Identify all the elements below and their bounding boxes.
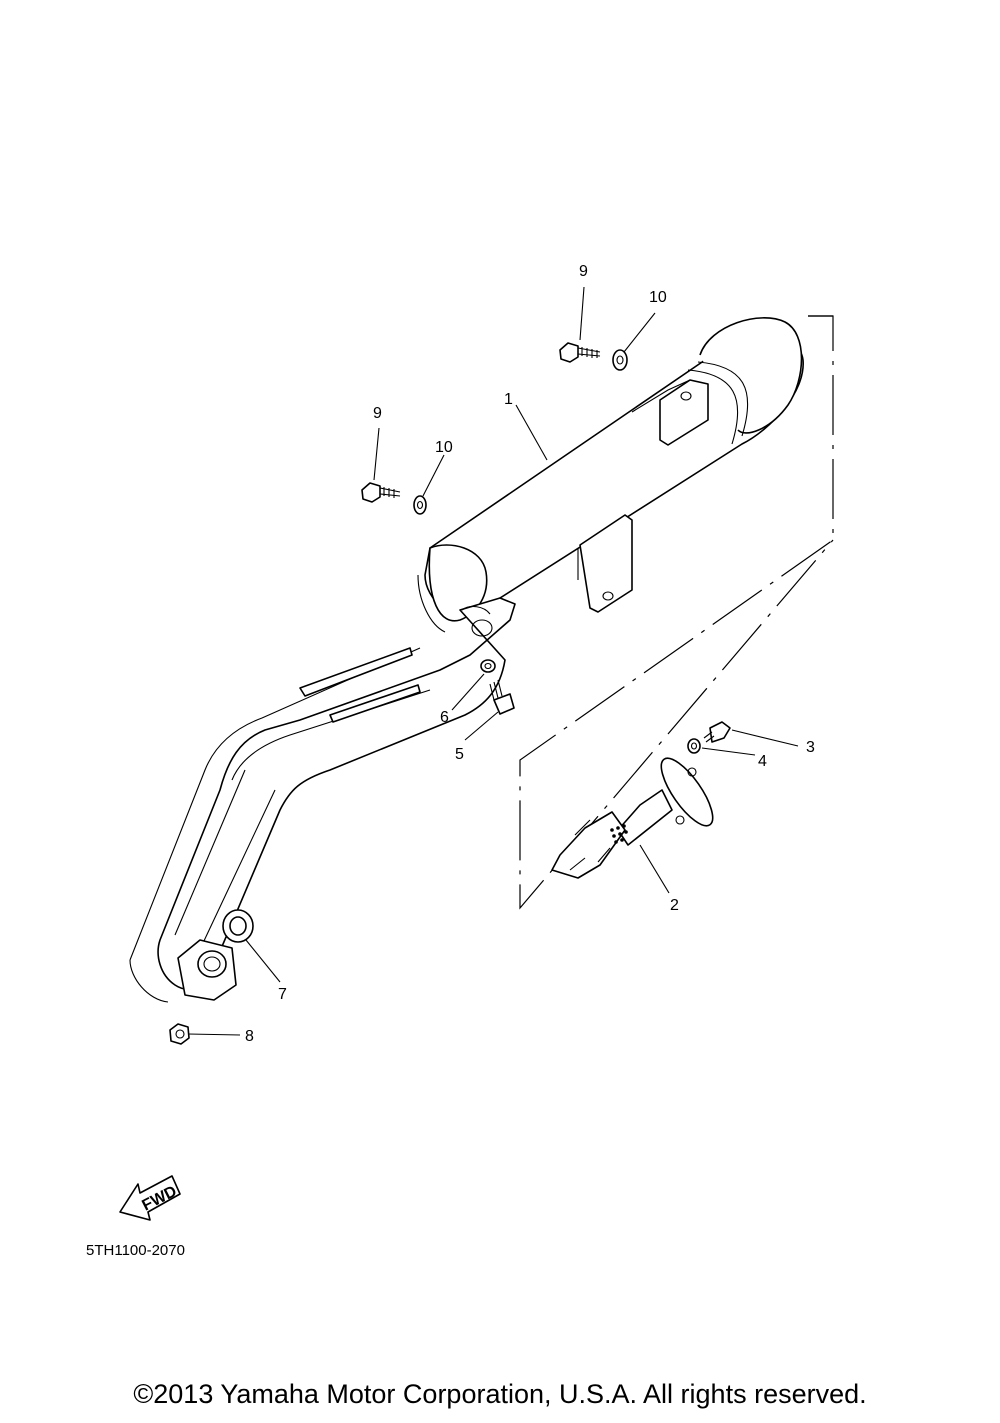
callout-5: 5 bbox=[455, 746, 464, 763]
copyright-notice: ©2013 Yamaha Motor Corporation, U.S.A. A… bbox=[133, 1379, 867, 1409]
screw-part-3 bbox=[703, 721, 731, 743]
callout-3: 3 bbox=[806, 739, 815, 756]
washer-part-6 bbox=[480, 659, 496, 673]
spark-arrester bbox=[551, 757, 714, 879]
callout-1: 1 bbox=[504, 391, 513, 408]
forward-direction-arrow: FWD bbox=[119, 1175, 181, 1221]
callout-9-lower: 9 bbox=[373, 405, 382, 422]
spark-arrester-holes bbox=[610, 824, 628, 844]
callout-10-upper: 10 bbox=[649, 289, 667, 306]
nut bbox=[169, 1023, 190, 1045]
drawing-code: 5TH1100-2070 bbox=[86, 1242, 185, 1259]
washer-part-10-lower bbox=[413, 495, 427, 515]
callout-7: 7 bbox=[278, 986, 287, 1003]
callout-2: 2 bbox=[670, 897, 679, 914]
exhaust-pipe bbox=[129, 597, 516, 1003]
callouts: 1 2 3 4 5 6 7 8 9 9 10 10 bbox=[245, 263, 815, 1045]
muffler bbox=[417, 317, 804, 633]
callout-8: 8 bbox=[245, 1028, 254, 1045]
washer-part-4 bbox=[687, 738, 701, 754]
callout-10-lower: 10 bbox=[435, 439, 453, 456]
bolt-part-9-upper bbox=[559, 342, 601, 363]
callout-9-upper: 9 bbox=[579, 263, 588, 280]
bolt-part-9-lower bbox=[361, 482, 401, 503]
bolt-part-5 bbox=[489, 679, 515, 715]
washer-part-10-upper bbox=[612, 349, 628, 371]
callout-6: 6 bbox=[440, 709, 449, 726]
leader-lines bbox=[187, 286, 799, 1036]
gasket bbox=[222, 909, 254, 943]
callout-4: 4 bbox=[758, 753, 767, 770]
